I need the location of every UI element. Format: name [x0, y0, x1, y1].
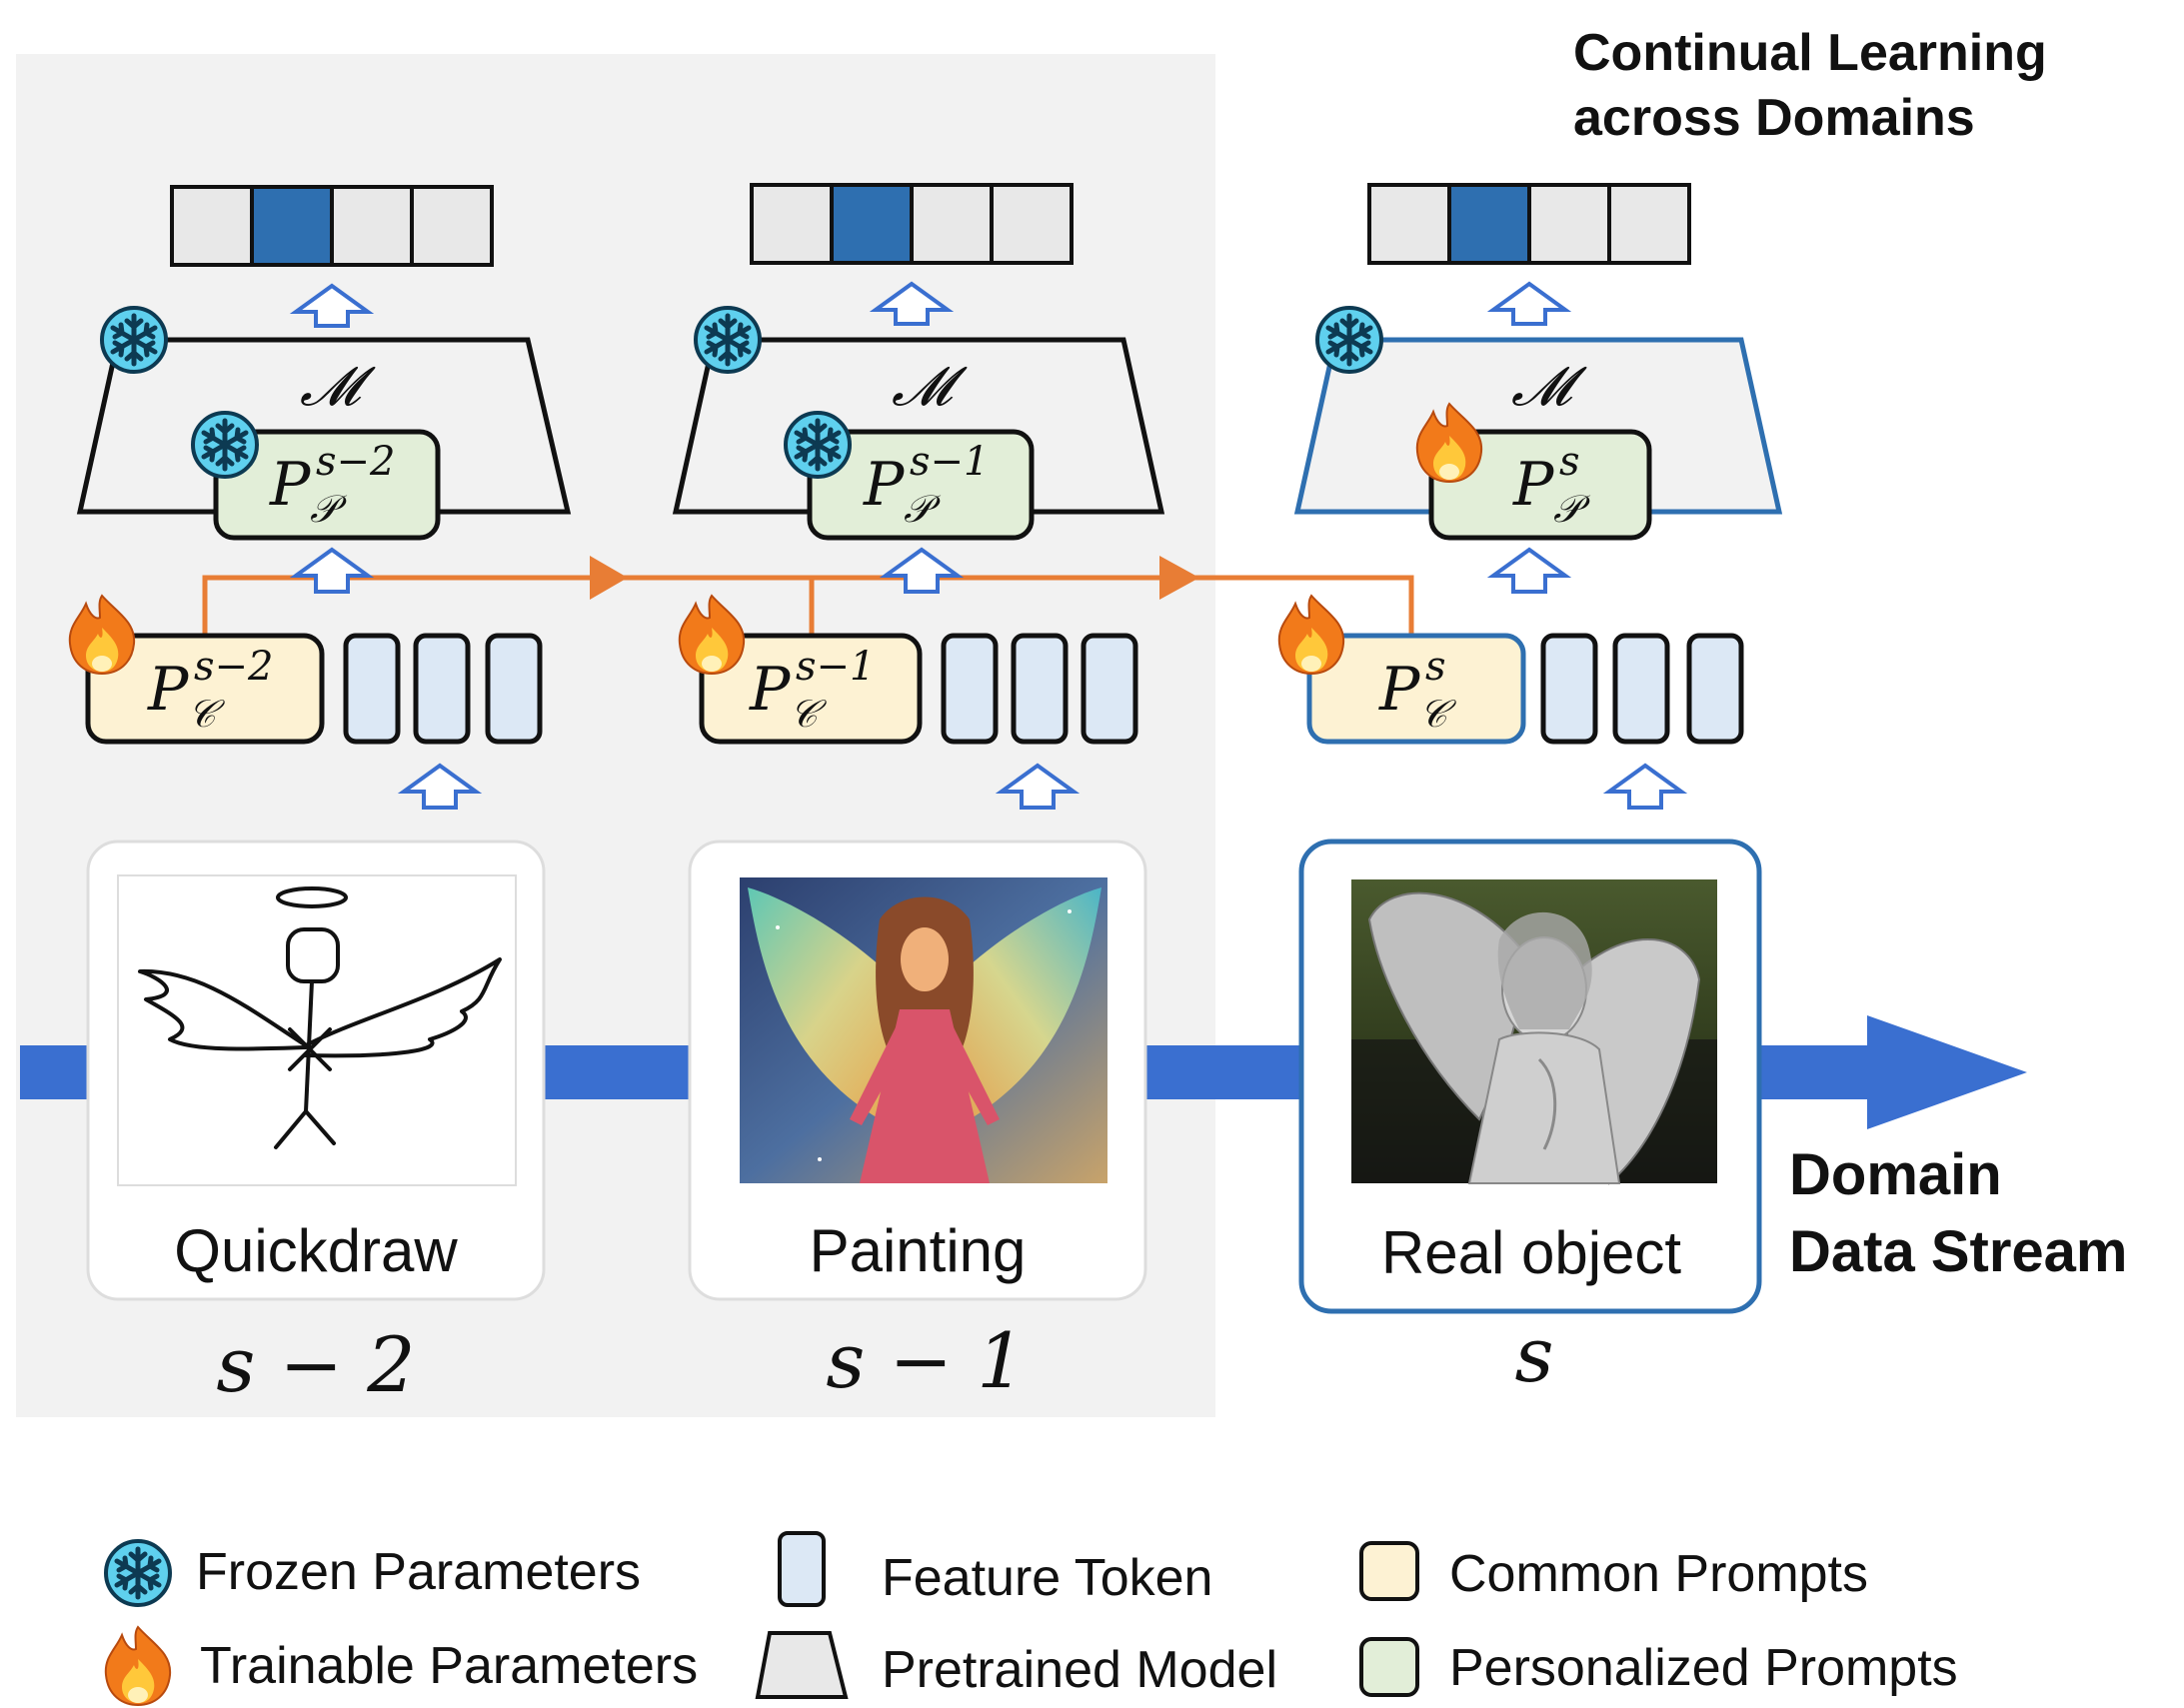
quickdraw-image: [117, 874, 517, 1186]
up-arrow-output: [869, 281, 955, 326]
snowflake-icon: [786, 413, 850, 477]
personalized-prompt: [807, 429, 1035, 541]
stage-s-minus-1: 𝓜 P s−1 𝒫 P s−1 𝒞: [672, 183, 1165, 1405]
stage-s: 𝓜 P s 𝒫 P s 𝒞: [1277, 183, 1783, 1399]
step-label: s − 2: [216, 1320, 415, 1409]
flame-icon: [104, 1626, 172, 1706]
up-arrow-common: [289, 547, 375, 594]
legend-common-prompts-swatch: [1359, 1541, 1419, 1601]
feature-tokens: [941, 633, 1138, 745]
legend: Frozen Parameters Trainable Parameters F…: [104, 1531, 1958, 1706]
legend-personalized-prompts-label: Personalized Prompts: [1449, 1639, 1958, 1697]
feature-tokens: [1540, 633, 1744, 745]
common-prompt-sup: s−1: [796, 644, 876, 690]
up-arrow-input: [397, 763, 483, 810]
legend-pretrained-model-label: Pretrained Model: [882, 1641, 1277, 1699]
personalized-prompt-sup: s−2: [316, 439, 396, 485]
legend-common-prompts-label: Common Prompts: [1449, 1545, 1868, 1603]
legend-feature-token-swatch: [778, 1531, 826, 1607]
stage-s-minus-2: 𝓜 P s−2 𝒫 P s−2 𝒞: [68, 185, 572, 1409]
up-arrow-output: [1486, 281, 1572, 326]
step-label: s: [1514, 1310, 1553, 1399]
personalized-prompt-label: P: [269, 450, 312, 520]
output-tokens: [170, 185, 494, 267]
domain-caption: Real object: [1381, 1219, 1682, 1286]
common-prompt-label: P: [749, 655, 792, 725]
data-stream-label-line2: Data Stream: [1789, 1219, 2127, 1284]
personalized-prompt-sup: s: [1559, 439, 1580, 485]
pretrained-model: [1293, 337, 1783, 515]
legend-pretrained-model-swatch: [755, 1631, 849, 1699]
snowflake-icon: [193, 413, 257, 477]
domain-caption: Painting: [810, 1217, 1027, 1284]
snowflake-icon: [696, 308, 760, 372]
common-prompt: [699, 633, 923, 745]
output-tokens: [1367, 183, 1691, 265]
real-object-image: [1351, 879, 1717, 1185]
common-prompt-transfer: [202, 575, 1414, 640]
domain-caption: Quickdraw: [174, 1217, 458, 1284]
painting-image: [740, 877, 1107, 1183]
up-arrow-common: [879, 547, 965, 594]
feature-tokens: [343, 633, 543, 745]
transfer-arrow-body-2: [1159, 568, 1169, 588]
personalized-prompt-sup: s−1: [910, 439, 990, 485]
up-arrow-input: [995, 763, 1081, 810]
transfer-arrow-body-1: [592, 568, 602, 588]
transfer-arrowhead-2: [1159, 556, 1199, 600]
output-tokens: [750, 183, 1074, 265]
snowflake-icon: [1317, 308, 1381, 372]
up-arrow-input: [1602, 763, 1688, 810]
data-stream-arrowhead: [1867, 1015, 2027, 1129]
common-prompt-sup: s: [1425, 644, 1446, 690]
legend-feature-token-label: Feature Token: [882, 1549, 1212, 1607]
legend-trainable-label: Trainable Parameters: [200, 1637, 698, 1695]
common-prompt: [85, 633, 325, 745]
flame-icon: [1277, 595, 1345, 675]
common-prompt-label: P: [147, 655, 190, 725]
common-prompt: [1306, 633, 1526, 745]
header-title-line2: across Domains: [1573, 89, 1975, 147]
snowflake-icon: [102, 308, 166, 372]
header-title-line1: Continual Learning: [1573, 24, 2047, 82]
step-label: s − 1: [826, 1316, 1025, 1405]
personalized-prompt-label: P: [1512, 450, 1555, 520]
common-prompt-sup: s−2: [194, 644, 274, 690]
data-stream-label-line1: Domain: [1789, 1142, 2002, 1207]
transfer-arrowhead-1: [590, 556, 628, 600]
personalized-prompt: [1428, 429, 1652, 541]
common-prompt-label: P: [1378, 655, 1421, 725]
legend-frozen-label: Frozen Parameters: [196, 1543, 641, 1601]
snowflake-icon: [106, 1541, 170, 1605]
personalized-prompt: [213, 429, 441, 541]
personalized-prompt-label: P: [863, 450, 906, 520]
legend-personalized-prompts-swatch: [1359, 1637, 1419, 1697]
up-arrow-common: [1486, 547, 1572, 594]
up-arrow-output: [289, 283, 375, 328]
